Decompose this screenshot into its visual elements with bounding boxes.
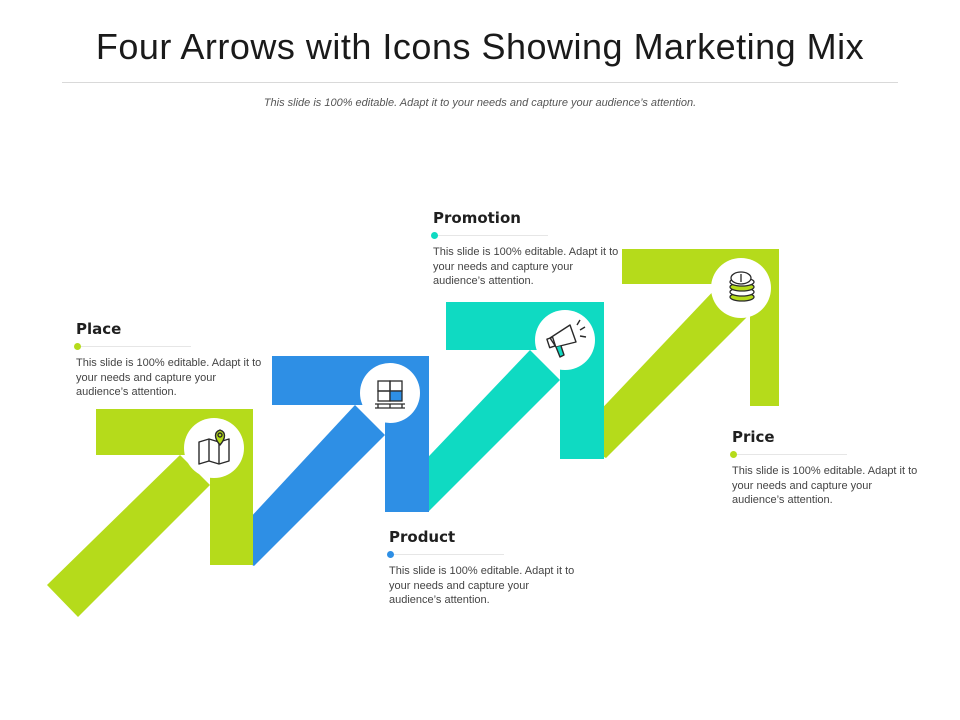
promotion-rule (431, 232, 548, 239)
price-heading: Price (732, 428, 775, 446)
megaphone-icon (535, 310, 595, 370)
product-arrow-shaft (222, 405, 385, 566)
place-description: This slide is 100% editable. Adapt it to… (76, 357, 262, 398)
place-heading: Place (76, 320, 122, 338)
promotion-block: Promotion This slide is 100% editable. A… (431, 209, 633, 289)
product-heading: Product (389, 528, 456, 546)
price-block: Price This slide is 100% editable. Adapt… (730, 428, 932, 508)
place-block: Place This slide is 100% editable. Adapt… (74, 320, 276, 400)
coins-icon (711, 258, 771, 318)
place-arrow-shaft (47, 455, 210, 617)
price-arrow (572, 249, 779, 458)
promotion-description: This slide is 100% editable. Adapt it to… (433, 246, 619, 287)
price-arrow-shaft (572, 284, 750, 458)
product-description: This slide is 100% editable. Adapt it to… (389, 565, 575, 606)
product-block: Product This slide is 100% editable. Ada… (387, 528, 589, 608)
slide-subtitle: This slide is 100% editable. Adapt it to… (263, 97, 697, 109)
product-rule (387, 551, 504, 558)
price-arrow-head (622, 249, 779, 406)
place-icon (184, 418, 244, 478)
price-bullet-dot (730, 451, 737, 458)
product-bullet-dot (387, 551, 394, 558)
boxes-pallet-icon (360, 363, 420, 423)
promotion-heading: Promotion (433, 209, 521, 227)
price-description: This slide is 100% editable. Adapt it to… (732, 465, 918, 506)
slide-title: Four Arrows with Icons Showing Marketing… (95, 26, 865, 67)
promotion-bullet-dot (431, 232, 438, 239)
place-rule (74, 343, 191, 350)
title-divider (62, 82, 898, 83)
place-bullet-dot (74, 343, 81, 350)
price-rule (730, 451, 847, 458)
promotion-arrow-shaft (392, 350, 560, 512)
